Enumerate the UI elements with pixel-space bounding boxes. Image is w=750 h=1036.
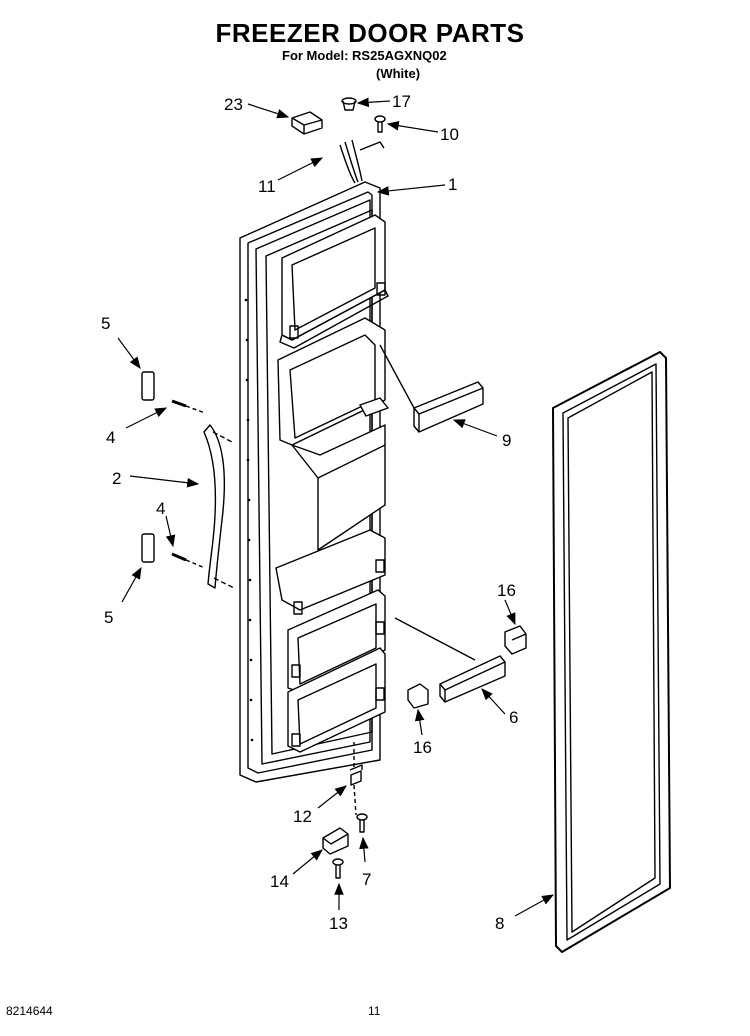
part-9-trim: [379, 344, 484, 433]
callout-5-lower: 5: [104, 608, 113, 627]
part-6-trim: [394, 617, 506, 703]
callout-1: 1: [448, 175, 457, 194]
document-number: 8214644: [6, 1004, 53, 1018]
part-13-screw: [332, 858, 344, 879]
callout-13: 13: [329, 914, 348, 933]
callout-4-upper: 4: [106, 428, 115, 447]
part-14-hinge-bracket: [322, 827, 349, 855]
callout-6: 6: [509, 708, 518, 727]
page-title: FREEZER DOOR PARTS: [215, 18, 525, 48]
part-7-screw: [356, 813, 368, 833]
callout-2: 2: [112, 469, 121, 488]
callout-11: 11: [258, 177, 276, 196]
door-panel: [239, 139, 389, 783]
callout-16-right: 16: [497, 581, 516, 600]
callout-12: 12: [293, 807, 312, 826]
model-number: For Model: RS25AGXNQ02: [282, 48, 447, 63]
part-2-handle: [203, 424, 235, 589]
callout-23: 23: [224, 95, 243, 114]
callout-7: 7: [362, 870, 371, 889]
callout-9: 9: [502, 431, 511, 450]
part-10-screw: [374, 115, 386, 133]
part-16-clip-right: [504, 625, 527, 655]
part-16-clip-left: [407, 683, 429, 709]
page-number: 11: [368, 1004, 381, 1018]
part-5-cap-upper: [141, 371, 155, 401]
callout-16-left: 16: [413, 738, 432, 757]
part-4-screw-lower: [171, 552, 206, 569]
model-variant: (White): [376, 66, 421, 81]
callout-17: 17: [392, 92, 411, 111]
part-12-hinge-pin: [349, 742, 363, 816]
part-4-screw-upper: [171, 399, 206, 414]
part-5-cap-lower: [141, 533, 155, 563]
callout-4-lower: 4: [156, 499, 165, 518]
callout-5-upper: 5: [101, 314, 110, 333]
callout-8: 8: [495, 914, 504, 933]
callout-14: 14: [270, 872, 289, 891]
part-8-gasket: [552, 351, 671, 953]
part-17-plug: [341, 97, 357, 111]
part-23-connector: [291, 111, 323, 135]
callout-10: 10: [440, 125, 459, 144]
